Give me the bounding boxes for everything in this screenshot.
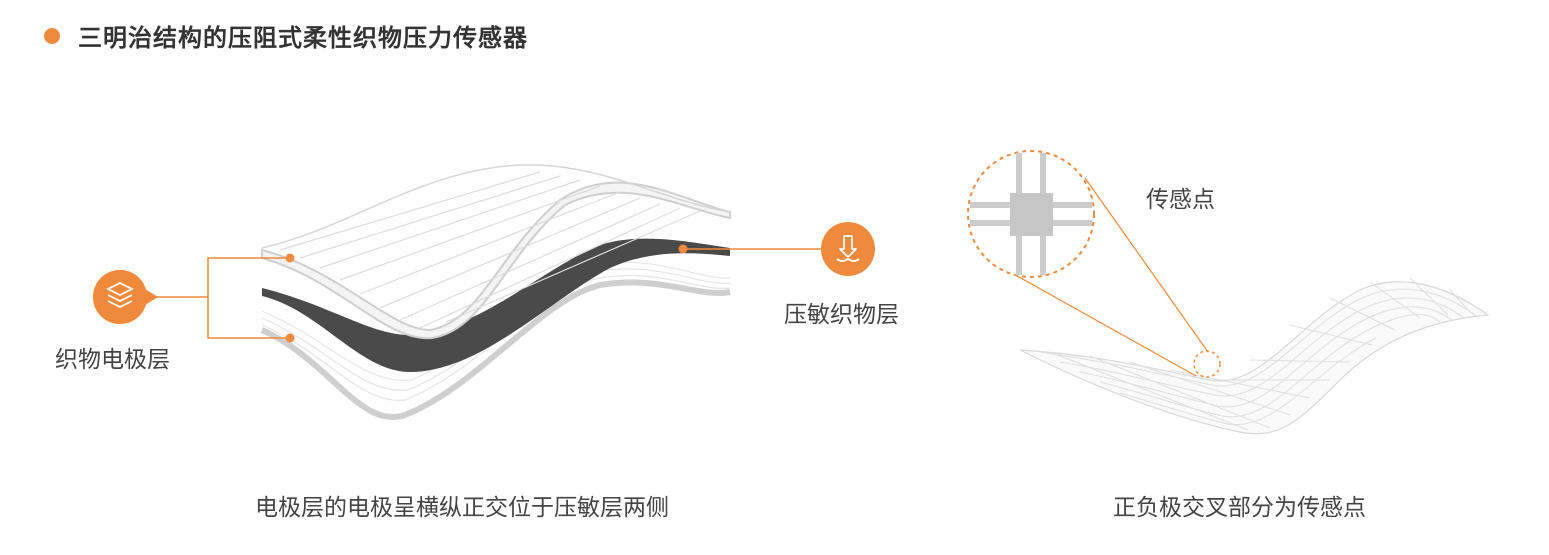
section-title: 三明治结构的压阻式柔性织物压力传感器 [44,18,528,53]
right-caption: 正负极交叉部分为传感点 [1113,495,1366,521]
press-down-icon [821,222,875,276]
mesh-fabric [1019,277,1490,435]
zoom-leader [1009,177,1221,378]
sensing-point-zoom [967,150,1095,278]
title-bullet [44,27,60,44]
pressure-sensitive-layer [262,238,730,372]
electrode-layer-label: 织物电极层 [55,347,170,373]
left-caption: 电极层的电极呈横纵正交位于压敏层两侧 [255,495,669,521]
sensing-point-label: 传感点 [1146,187,1215,213]
sensitive-layer-leader [678,244,822,254]
layers-icon [93,270,158,324]
electrode-layer-leader [152,253,295,343]
top-electrode-layer [261,164,731,340]
sensitive-layer-label: 压敏织物层 [784,302,899,328]
page-title: 三明治结构的压阻式柔性织物压力传感器 [78,24,528,52]
